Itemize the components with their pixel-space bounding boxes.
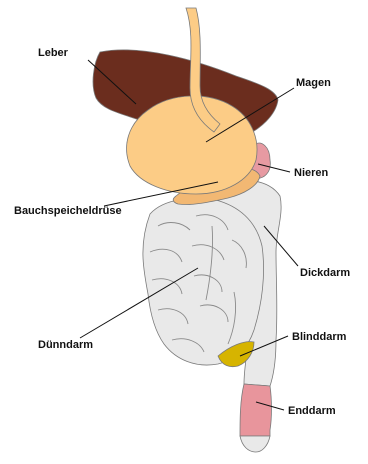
label-bauchspeicheldruese: Bauchspeicheldrüse (14, 205, 122, 217)
label-nieren: Nieren (294, 167, 329, 179)
label-magen: Magen (296, 77, 331, 89)
small-intestine-shape (143, 198, 264, 365)
anal-canal-shape (240, 436, 270, 452)
label-blinddarm: Blinddarm (292, 331, 347, 343)
label-duenndarm: Dünndarm (38, 339, 93, 351)
label-leber: Leber (38, 47, 69, 59)
label-dickdarm: Dickdarm (300, 267, 350, 279)
rectum-shape (240, 384, 272, 436)
label-enddarm: Enddarm (288, 405, 336, 417)
